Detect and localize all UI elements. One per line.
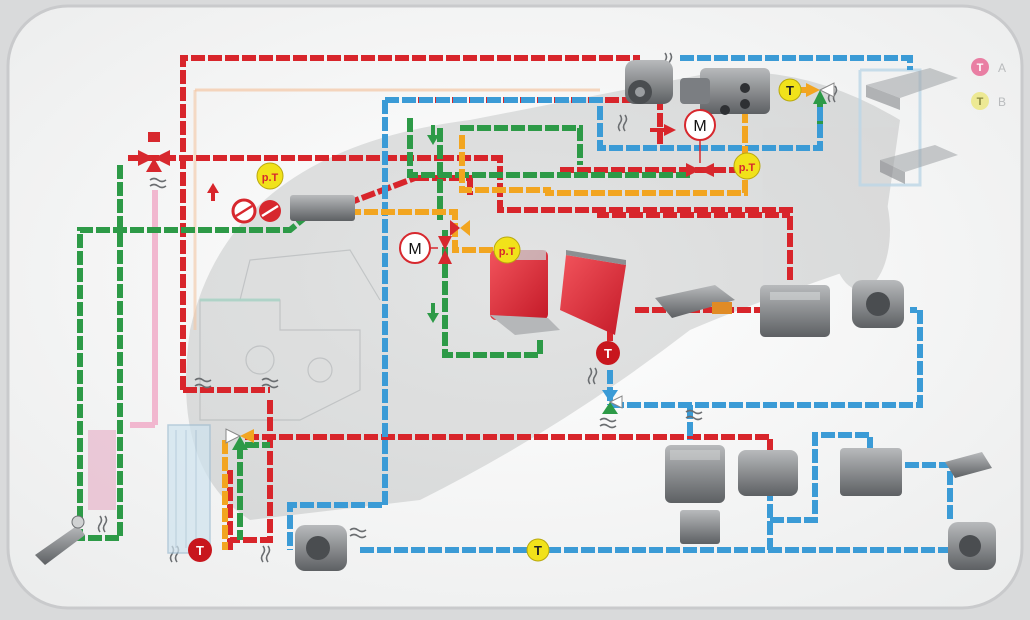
svg-text:A: A — [998, 61, 1006, 75]
filler-neck — [35, 515, 85, 565]
svg-text:T: T — [196, 543, 204, 558]
blue-coolant-circuit — [287, 55, 953, 553]
svg-text:M: M — [408, 241, 421, 258]
pt-sensor-top-left[interactable]: p.T — [256, 162, 284, 190]
svg-text:T: T — [534, 543, 542, 558]
solenoid-valve-top[interactable] — [686, 163, 714, 177]
svg-text:B: B — [998, 95, 1006, 109]
t-sensor-top[interactable]: T — [778, 78, 802, 102]
legend-item-a: T A — [971, 58, 1006, 76]
coolant-pump-right — [852, 280, 904, 328]
radiator — [167, 424, 211, 554]
actuator-links — [430, 140, 701, 249]
svg-text:T: T — [786, 83, 794, 98]
orange-refrigerant-circuit — [222, 87, 810, 550]
motor-actuator-top[interactable]: M — [684, 109, 716, 141]
pt-sensor-top-right[interactable]: p.T — [733, 152, 761, 180]
engine-block — [199, 249, 381, 421]
motor-actuator-center[interactable]: M — [399, 232, 431, 264]
top-heat-exchanger — [680, 68, 770, 115]
red-arrows — [207, 124, 676, 201]
pt-sensor-center[interactable]: p.T — [493, 236, 521, 264]
chiller — [760, 285, 830, 337]
three-way-valve-bottom-left[interactable] — [225, 428, 254, 450]
svg-text:T: T — [977, 96, 984, 108]
three-way-valve-bottom-center[interactable] — [602, 390, 623, 414]
svg-text:p.T: p.T — [262, 172, 279, 184]
electric-motor — [665, 445, 725, 503]
svg-text:p.T: p.T — [739, 162, 756, 174]
expansion-valve-center[interactable] — [450, 220, 470, 236]
coolant-pump-bottom-left — [295, 525, 347, 571]
solenoid-valve-center[interactable] — [438, 236, 452, 264]
svg-text:p.T: p.T — [499, 246, 516, 258]
power-electronics — [680, 510, 720, 544]
three-way-valve-top-left[interactable] — [138, 132, 170, 172]
coolant-pump-bottom-right — [948, 522, 996, 570]
top-pump — [625, 60, 673, 104]
charger — [945, 452, 992, 478]
green-arrows — [427, 125, 439, 323]
svg-text:M: M — [693, 118, 706, 135]
dc-dc-converter — [840, 448, 902, 496]
electronic-expansion-valve-block — [655, 285, 735, 318]
expansion-valve-top-right[interactable] — [806, 82, 835, 104]
electric-pump — [290, 195, 355, 221]
svg-text:T: T — [604, 346, 612, 361]
evaporator-core — [560, 250, 626, 335]
legend-item-b: T B — [971, 92, 1006, 110]
pump-symbols — [231, 198, 281, 224]
svg-text:T: T — [977, 62, 984, 74]
t-sensor-bottom[interactable]: T — [526, 538, 550, 562]
t-sensor-bottom-left-red[interactable]: T — [188, 538, 212, 562]
cabin-heater-core — [490, 250, 560, 335]
transmission — [738, 450, 798, 496]
battery-cooling-plates — [866, 68, 958, 184]
pink-heater — [88, 430, 116, 510]
t-sensor-center-red[interactable]: T — [596, 341, 620, 365]
